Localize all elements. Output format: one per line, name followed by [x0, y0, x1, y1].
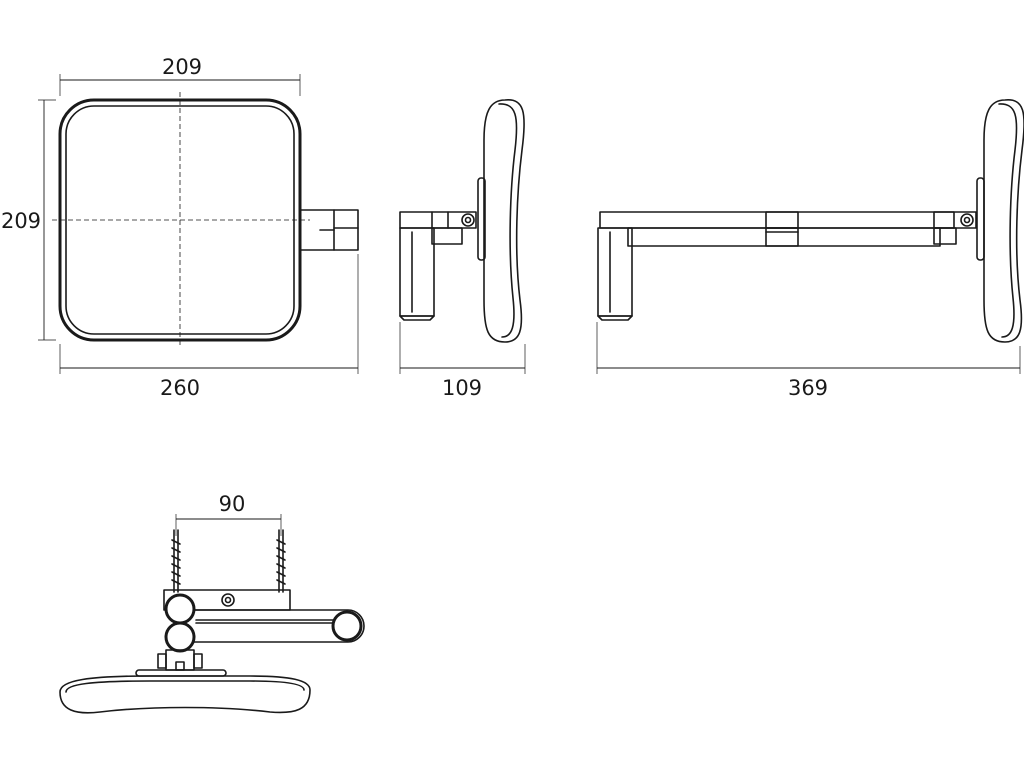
- dimension-front-width: 209: [162, 55, 202, 79]
- outer-pivot-icon: [331, 610, 363, 642]
- front-view: 209 209 260: [1, 55, 359, 400]
- mirror-mount-clip: [165, 649, 195, 671]
- extended-wall-block: [597, 227, 633, 317]
- top-view: 90: [59, 492, 365, 714]
- lower-pivot-icon: [164, 621, 196, 653]
- extended-hinge-screw-icon: [960, 213, 974, 227]
- upper-pivot-icon: [164, 593, 196, 625]
- extended-mirror-profile: [983, 99, 1024, 343]
- swing-arm-top: [179, 609, 365, 643]
- set-screw-icon: [221, 593, 235, 607]
- front-arm-bracket: [299, 209, 359, 251]
- dimension-extended-depth: 369: [788, 376, 828, 400]
- dimension-front-height: 209: [1, 209, 41, 233]
- wall-screw-left-icon: [171, 529, 181, 593]
- extended-view: 369: [596, 99, 1024, 400]
- mirror-inner-profile: [498, 103, 518, 338]
- mirror-top-profile: [59, 675, 311, 714]
- side-view: 109: [399, 99, 526, 400]
- upper-arm-bar: [599, 211, 977, 229]
- lower-arm-bar: [627, 227, 941, 247]
- hinge-screw-icon: [461, 213, 475, 227]
- side-arm: [399, 211, 477, 321]
- extended-arm: [597, 211, 977, 321]
- dimension-front-total-width: 260: [160, 376, 200, 400]
- dimension-side-depth: 109: [442, 376, 482, 400]
- mirror-profile: [483, 99, 525, 343]
- wall-screw-right-icon: [276, 529, 286, 593]
- dimension-screw-spacing: 90: [219, 492, 246, 516]
- wall-mount-block: [399, 227, 435, 317]
